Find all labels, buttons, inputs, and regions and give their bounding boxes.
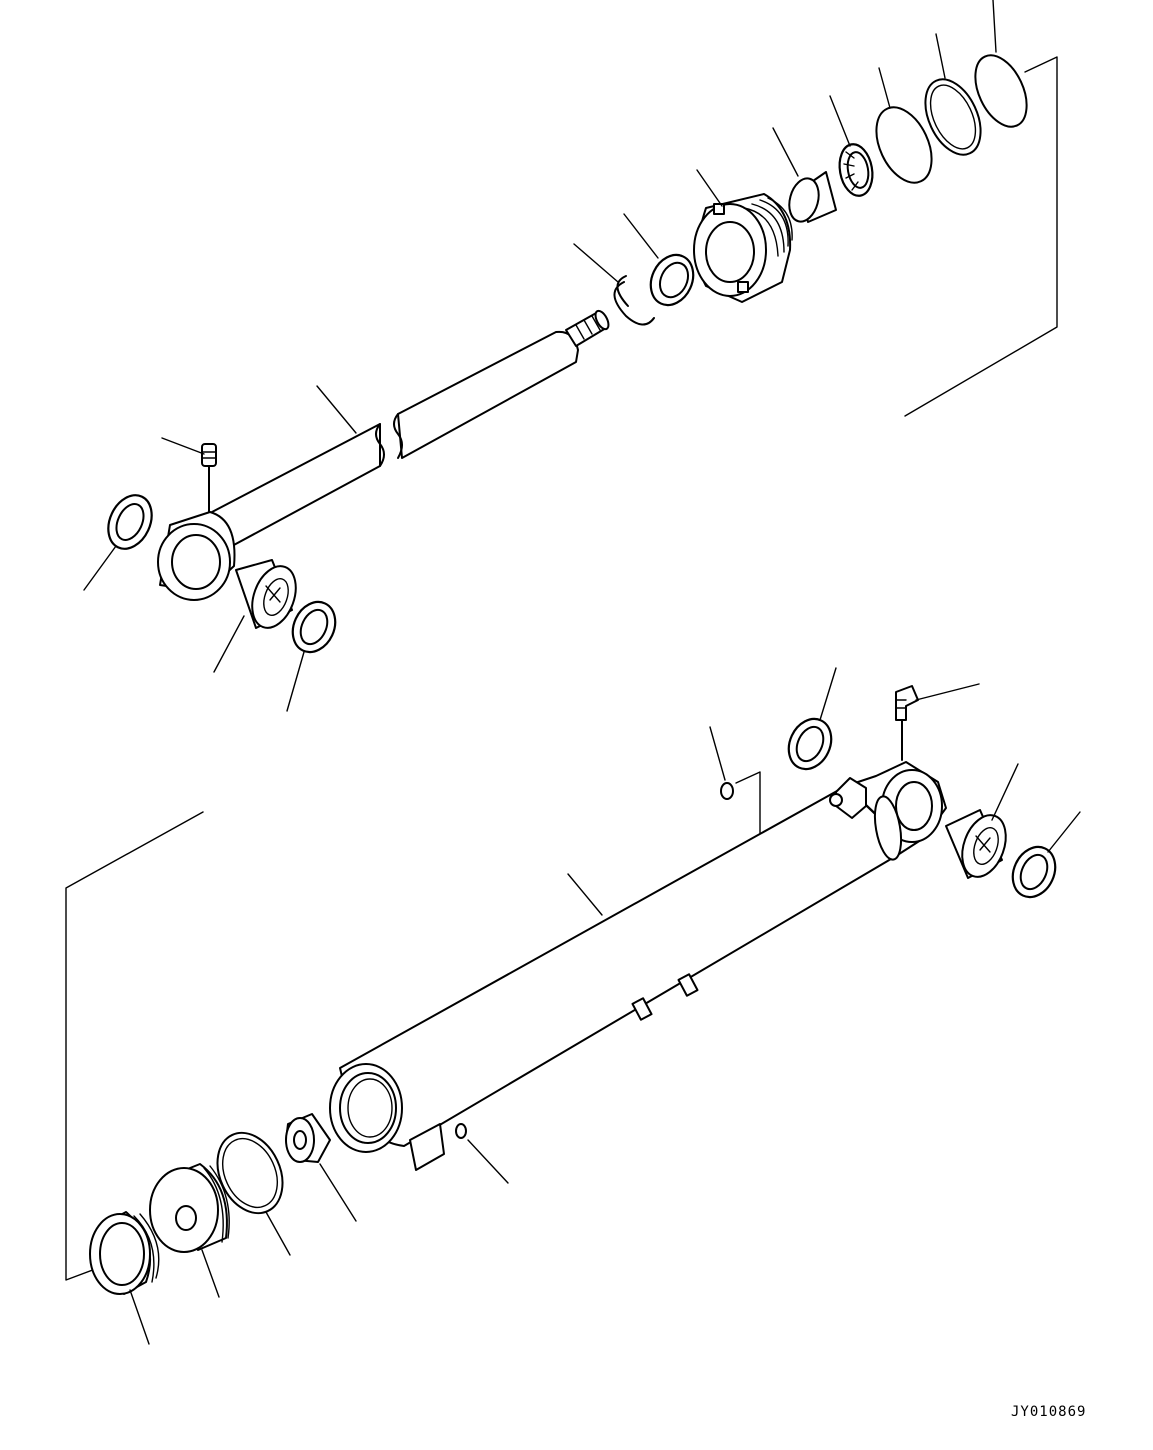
bushing-lower xyxy=(946,809,1014,883)
port-fitting xyxy=(830,778,866,818)
cylinder-tube xyxy=(330,786,898,1170)
piston-rod xyxy=(212,309,611,546)
buffer-ring xyxy=(836,142,877,199)
lower-group-bracket xyxy=(66,812,203,1280)
wear-ring xyxy=(205,1122,295,1223)
o-ring-large xyxy=(965,47,1037,134)
plug-upper xyxy=(721,783,733,799)
dust-seal-lower-right xyxy=(1005,840,1063,904)
dust-seal-upper-right xyxy=(285,595,343,659)
plug-lower xyxy=(456,1124,466,1138)
dust-seal-rod xyxy=(643,248,701,312)
leader-lines-lower xyxy=(130,668,1080,1344)
piston-nut xyxy=(286,1114,330,1162)
dust-seal-upper-left xyxy=(100,488,160,556)
grease-fitting-lower xyxy=(896,686,918,760)
snap-ring xyxy=(614,276,654,325)
bushing-upper xyxy=(236,560,304,634)
backup-ring xyxy=(914,71,991,164)
cylinder-head xyxy=(694,194,792,302)
leader-lines-upper xyxy=(84,0,996,711)
upper-group-bracket xyxy=(905,57,1057,416)
rod-bushing xyxy=(785,172,836,225)
drawing-code: JY010869 xyxy=(1011,1404,1087,1420)
cylinder-bottom xyxy=(846,762,946,862)
rod-eye xyxy=(158,512,235,600)
grease-fitting-upper xyxy=(202,444,216,512)
piston xyxy=(150,1164,229,1252)
o-ring-small xyxy=(865,99,942,192)
dust-seal-lower-top xyxy=(781,712,839,776)
piston-seal xyxy=(90,1212,159,1294)
